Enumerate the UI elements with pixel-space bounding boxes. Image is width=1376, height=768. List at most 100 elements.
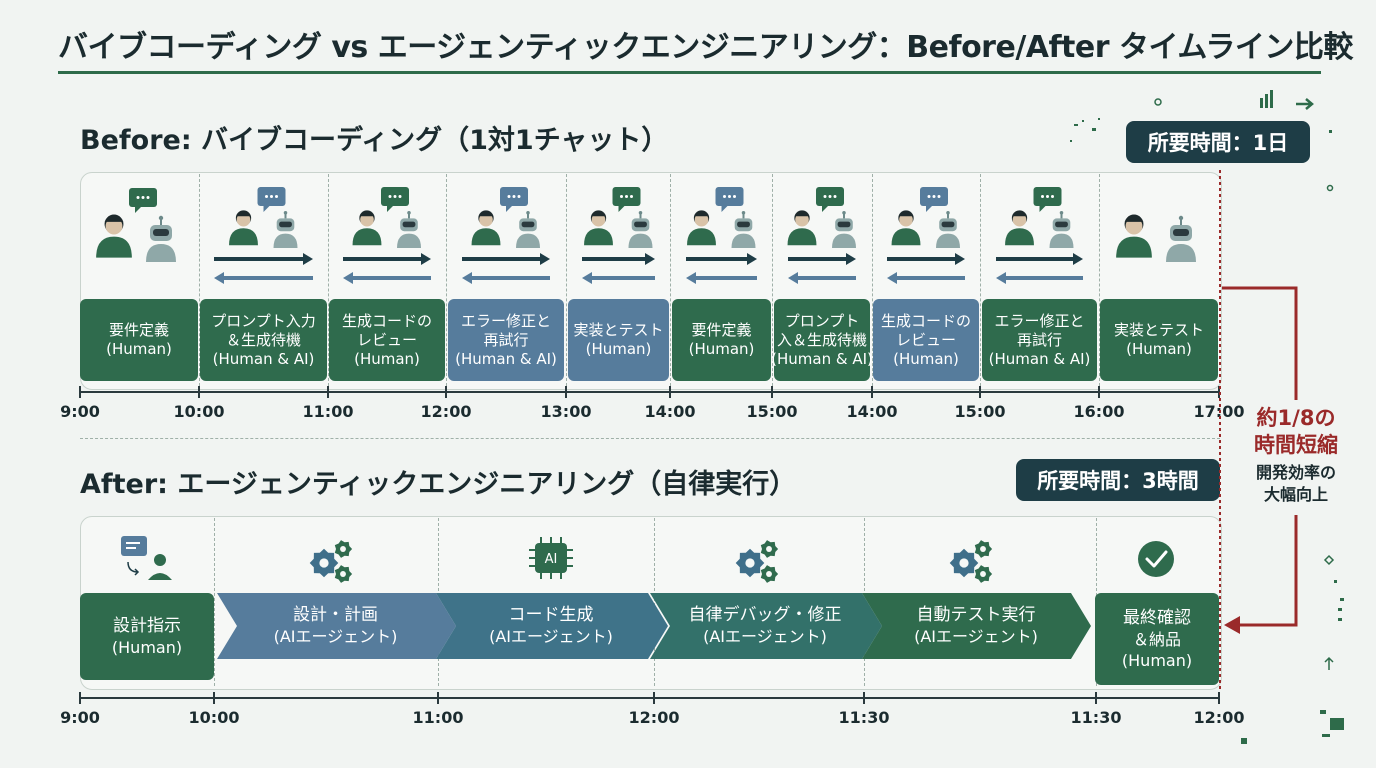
human-robot-icon bbox=[96, 188, 176, 262]
gears-icon-planning bbox=[309, 540, 353, 583]
after-stage-box bbox=[80, 593, 214, 680]
after-axis bbox=[80, 697, 1220, 699]
before-stage-label: プロンプト bbox=[784, 311, 860, 330]
before-tick-label: 10:00 bbox=[173, 402, 225, 421]
chat-exchange-icon bbox=[214, 187, 313, 284]
before-icons-layer bbox=[96, 187, 1196, 284]
before-stage-label: (Human & AI) bbox=[455, 349, 557, 368]
after-stage-label: 設計指示 bbox=[113, 615, 181, 636]
after-stage-box-final bbox=[1095, 593, 1219, 685]
ai-chip-label: AI bbox=[545, 552, 558, 567]
chat-exchange-icon bbox=[887, 187, 965, 284]
before-stage-label: (Human & AI) bbox=[771, 349, 873, 368]
after-tick-label: 11:30 bbox=[1070, 708, 1122, 727]
before-column-divider bbox=[446, 174, 447, 386]
before-column-divider bbox=[670, 174, 671, 386]
after-tick-mark bbox=[863, 692, 865, 704]
after-tick-label: 10:00 bbox=[188, 708, 240, 727]
before-stage-label: 実装とテスト bbox=[573, 321, 664, 339]
after-tick-mark bbox=[437, 692, 439, 704]
before-tick-mark bbox=[79, 386, 81, 398]
before-stage-box: 生成コードのレビュー(Human) bbox=[873, 299, 979, 381]
before-stage-label: (Human) bbox=[688, 340, 755, 358]
before-tick-mark bbox=[565, 386, 567, 398]
after-stage-label-group: 設計・計画 (AIエージェント) bbox=[227, 593, 444, 659]
before-stage-label: (Human) bbox=[585, 340, 652, 358]
after-heading: After: エージェンティックエンジニアリング（自律実行） bbox=[80, 469, 797, 500]
check-icon bbox=[1138, 541, 1174, 577]
before-stage-box: 要件定義(Human) bbox=[80, 299, 198, 381]
before-stage-box: 生成コードのレビュー(Human) bbox=[329, 299, 445, 381]
after-stage-label-group: 最終確認＆納品(Human) bbox=[1095, 593, 1219, 685]
callout-line2: 時間短縮 bbox=[1254, 433, 1338, 457]
after-stage-label: 自動テスト実行 bbox=[916, 605, 1036, 625]
after-stage-label: (AIエージェント) bbox=[914, 627, 1038, 646]
before-stage-box: プロンプト入力＆生成待機(Human & AI) bbox=[200, 299, 327, 381]
after-stage-label: (Human) bbox=[1121, 650, 1193, 670]
before-tick-label: 12:00 bbox=[420, 402, 472, 421]
before-tick-mark bbox=[669, 386, 671, 398]
before-column-divider bbox=[980, 174, 981, 386]
before-tick-mark bbox=[871, 386, 873, 398]
after-tick-mark bbox=[1095, 692, 1097, 704]
before-tick-label: 16:00 bbox=[1073, 402, 1125, 421]
after-tick-mark bbox=[653, 692, 655, 704]
after-stage-chevron bbox=[217, 593, 456, 659]
efficiency-note: 開発効率の 大幅向上 bbox=[1236, 462, 1356, 506]
ai-chip-icon: AI bbox=[529, 537, 573, 579]
before-stage-label: エラー修正と bbox=[460, 311, 551, 330]
after-stage-label: 設計・計画 bbox=[293, 605, 378, 625]
section-separator bbox=[80, 438, 1220, 439]
before-tick-label: 14:00 bbox=[846, 402, 898, 421]
chat-exchange-icon bbox=[462, 187, 550, 284]
title-divider bbox=[58, 71, 1321, 74]
chat-exchange-icon bbox=[996, 187, 1083, 284]
before-stage-label: レビュー bbox=[356, 330, 417, 349]
after-stage-label: (AIエージェント) bbox=[273, 627, 398, 646]
before-stage-label: 実装とテスト bbox=[1113, 321, 1204, 339]
before-stage-label: (Human & AI) bbox=[212, 349, 315, 368]
before-stage-label: 入＆生成待機 bbox=[777, 330, 868, 349]
callout-line1: 約1/8の bbox=[1256, 406, 1336, 430]
before-tick-mark bbox=[445, 386, 447, 398]
decorative-dots bbox=[1241, 738, 1247, 744]
before-stage-label: (Human) bbox=[893, 349, 959, 368]
before-column-divider bbox=[872, 174, 873, 386]
before-time-badge: 所要時間：1日 bbox=[1126, 121, 1310, 163]
before-tick-label: 13:00 bbox=[540, 402, 592, 421]
before-stage-label: (Human) bbox=[106, 340, 172, 358]
human-robot-icon bbox=[1116, 214, 1196, 262]
after-stage-label: (AIエージェント) bbox=[489, 627, 613, 646]
after-stage-chevron bbox=[650, 593, 882, 659]
after-tick-label: 11:30 bbox=[838, 708, 890, 727]
after-tick-label: 12:00 bbox=[628, 708, 680, 727]
before-stage-label: (Human) bbox=[354, 349, 420, 368]
before-stage-label: 再試行 bbox=[1016, 330, 1062, 349]
after-tick-mark bbox=[79, 692, 81, 704]
before-tick-label: 9:00 bbox=[60, 402, 100, 421]
after-stage-chevron bbox=[436, 593, 668, 659]
before-tick-mark bbox=[979, 386, 981, 398]
after-stage-label-group: 自律デバッグ・修正(AIエージェント) bbox=[660, 593, 870, 659]
after-column-divider bbox=[654, 518, 655, 686]
before-tick-mark bbox=[327, 386, 329, 398]
before-column-divider bbox=[566, 174, 567, 386]
after-tick-label: 9:00 bbox=[60, 708, 100, 727]
before-stage-label: 要件定義 bbox=[691, 321, 752, 339]
gears-icon-debug bbox=[735, 540, 779, 583]
before-tick-label: 15:00 bbox=[954, 402, 1006, 421]
before-stage-box: 要件定義(Human) bbox=[672, 299, 771, 381]
gears-icon-testing bbox=[949, 540, 993, 583]
before-axis bbox=[80, 391, 1220, 393]
before-stage-label: ＆生成待機 bbox=[225, 330, 301, 349]
chat-exchange-icon bbox=[686, 187, 757, 284]
after-stage-label-group: 自動テスト実行 (AIエージェント) bbox=[872, 593, 1080, 659]
before-stage-box: 実装とテスト(Human) bbox=[568, 299, 669, 381]
after-stage-label: 最終確認 bbox=[1123, 607, 1191, 628]
before-stage-box: プロンプト入＆生成待機(Human & AI) bbox=[771, 299, 873, 381]
before-stage-label: プロンプト入力 bbox=[211, 311, 316, 330]
before-stage-label: (Human) bbox=[1126, 340, 1192, 358]
instruction-icon bbox=[121, 536, 172, 580]
after-tick-mark bbox=[213, 692, 215, 704]
before-stage-box: エラー修正と再試行(Human & AI) bbox=[448, 299, 564, 381]
